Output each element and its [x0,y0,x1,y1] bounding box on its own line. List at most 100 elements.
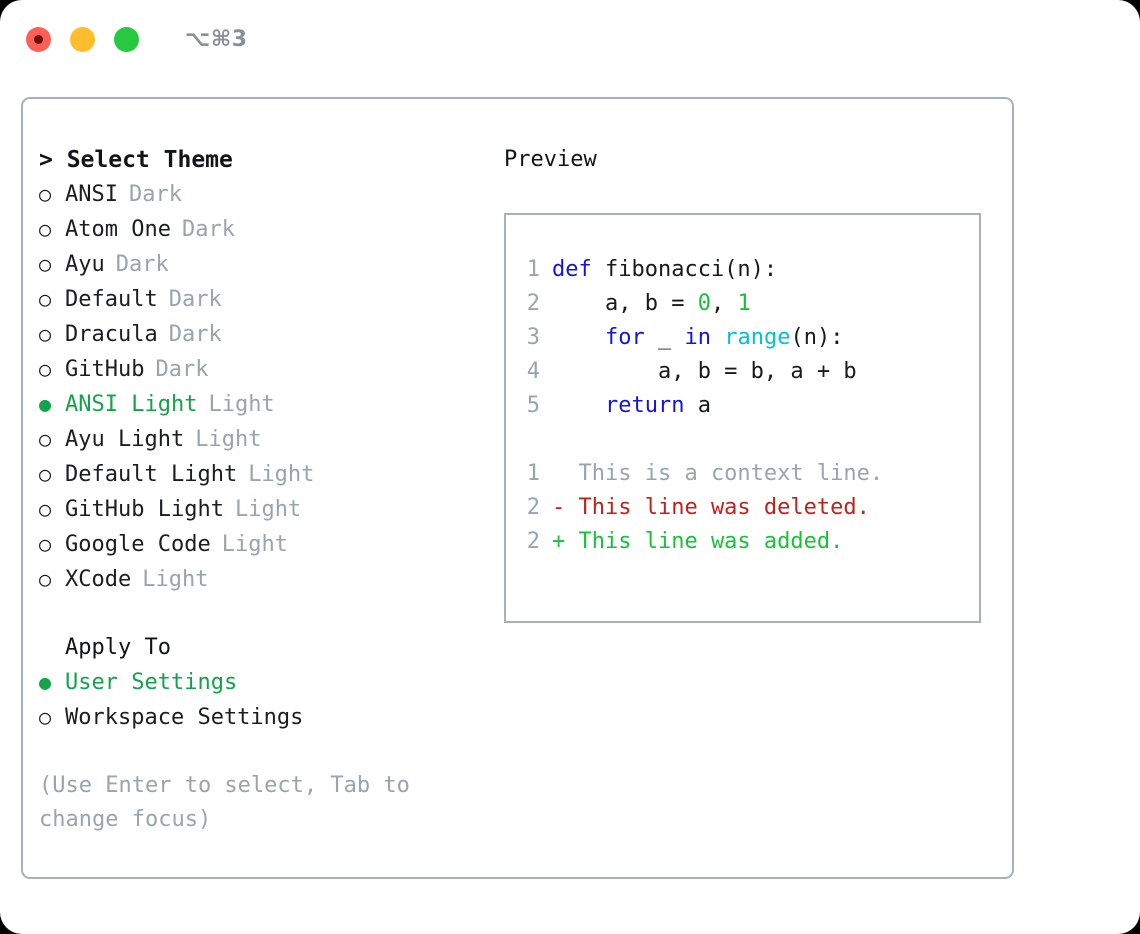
close-button[interactable] [26,26,51,52]
theme-name: Dracula [65,322,158,347]
theme-option-dracula[interactable]: ○ Dracula Dark [39,317,504,352]
code-token: a [684,393,711,418]
theme-name: Default Light [65,462,238,487]
window-controls [26,26,139,52]
radio-unselected-icon: ○ [39,357,52,381]
code-line: 5 return a [506,389,979,423]
code-token [552,393,605,418]
theme-name: ANSI Light [65,392,198,417]
radio-selected-icon: ● [39,392,52,416]
keyboard-hint-text: (Use Enter to select, Tab to change focu… [39,773,410,832]
theme-name: Atom One [65,217,171,242]
section-spacer [39,597,504,631]
theme-category-badge: Dark [115,252,169,277]
theme-name: GitHub Light [65,497,224,522]
theme-category-badge: Dark [168,287,222,312]
code-token: a, b = b, a + b [552,359,857,384]
apply-to-header: Apply To [65,635,171,660]
recording-indicator-icon [34,34,43,44]
theme-option-ansi[interactable]: ○ ANSI Dark [39,177,504,212]
theme-category-badge: Light [221,532,288,557]
theme-name: GitHub [65,357,145,382]
line-number: 4 [526,359,540,384]
theme-name: XCode [65,567,132,592]
code-token: This is a context line. [552,461,884,486]
radio-unselected-icon: ○ [39,705,52,729]
line-number: 3 [526,325,540,350]
code-token: range [724,325,791,350]
code-line: 4 a, b = b, a + b [506,355,979,389]
line-number: 2 [526,529,540,554]
code-token: _ [644,325,685,350]
code-token: a, b = [552,291,698,316]
line-content: a, b = b, a + b [552,355,857,389]
code-token [711,325,724,350]
code-token: def [552,257,605,282]
code-line: 3 for _ in range(n): [506,321,979,355]
radio-unselected-icon: ○ [39,497,52,521]
select-theme-header: > Select Theme [39,147,233,173]
theme-option-default-light[interactable]: ○ Default Light Light [39,457,504,492]
apply-to-option-workspace-settings[interactable]: ○ Workspace Settings [39,700,504,735]
line-content: for _ in range(n): [552,321,843,355]
theme-name: Google Code [65,532,211,557]
line-content: - This line was deleted. [552,491,870,525]
line-content: This is a context line. [552,457,883,491]
theme-option-atom-one[interactable]: ○ Atom One Dark [39,212,504,247]
code-token: 0 [697,291,711,316]
line-number: 5 [526,393,540,418]
line-number: 2 [526,291,540,316]
radio-unselected-icon: ○ [39,322,52,346]
diff-line: 2 + This line was added. [506,525,979,559]
diff-sample: 1 This is a context line.2- This line wa… [506,457,979,559]
code-token: 1 [737,291,751,316]
preview-title: Preview [504,147,597,172]
theme-category-badge: Dark [155,357,209,382]
code-token: for [604,325,645,350]
code-token: , [710,291,738,316]
radio-unselected-icon: ○ [39,462,52,486]
theme-category-badge: Dark [168,322,222,347]
apply-to-label: Workspace Settings [65,705,304,730]
code-token: - This line was deleted. [552,495,870,520]
code-diff-spacer [506,423,979,457]
theme-category-badge: Dark [128,182,182,207]
theme-option-ayu-light[interactable]: ○ Ayu Light Light [39,422,504,457]
theme-category-badge: Light [142,567,209,592]
theme-category-badge: Light [195,427,262,452]
radio-unselected-icon: ○ [39,567,52,591]
theme-name: Ayu Light [65,427,185,452]
line-number: 1 [526,257,540,282]
radio-unselected-icon: ○ [39,217,52,241]
maximize-button[interactable] [114,26,139,52]
radio-unselected-icon: ○ [39,182,52,206]
code-token: (n): [790,325,844,350]
theme-option-google-code[interactable]: ○ Google Code Light [39,527,504,562]
radio-unselected-icon: ○ [39,427,52,451]
radio-unselected-icon: ○ [39,532,52,556]
line-content: a, b = 0, 1 [552,287,751,321]
code-token: in [684,325,711,350]
title-bar: ⌥⌘3 [0,0,1140,78]
theme-name: ANSI [65,182,118,207]
diff-line: 2- This line was deleted. [506,491,979,525]
apply-to-option-user-settings[interactable]: ●User Settings [39,665,504,700]
minimize-button[interactable] [70,26,95,52]
theme-category-badge: Light [248,462,315,487]
radio-selected-icon: ● [39,670,52,694]
apply-to-list: ●User Settings ○ Workspace Settings [39,665,504,735]
radio-unselected-icon: ○ [39,287,52,311]
theme-category-badge: Dark [181,217,235,242]
theme-option-github[interactable]: ○ GitHub Dark [39,352,504,387]
diff-line: 1 This is a context line. [506,457,979,491]
code-token: + This line was added. [552,529,844,554]
theme-option-xcode[interactable]: ○ XCode Light [39,562,504,597]
